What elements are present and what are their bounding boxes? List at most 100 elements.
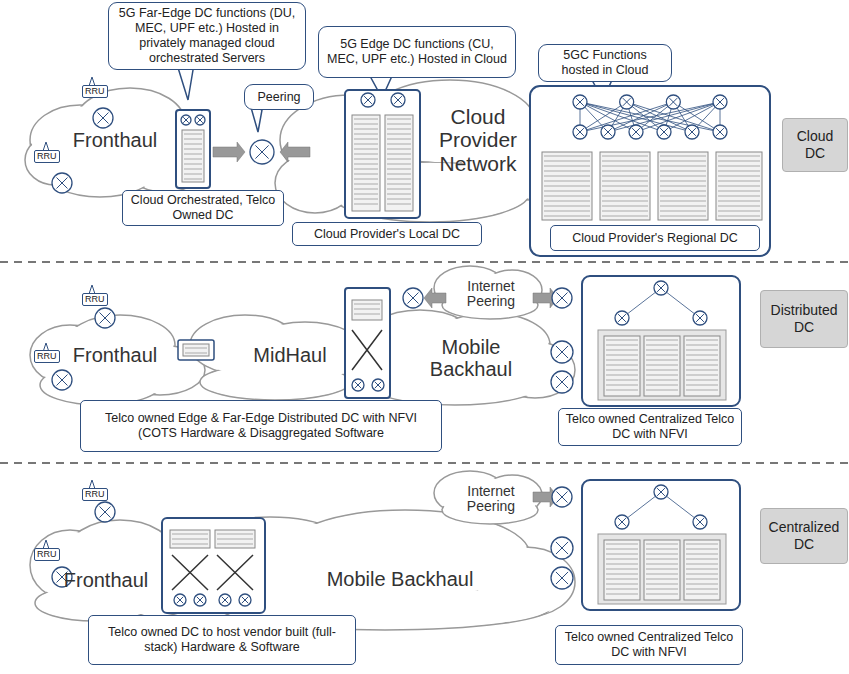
router-icon — [657, 125, 671, 139]
shape — [718, 211, 760, 212]
shape — [602, 156, 648, 157]
shape — [354, 184, 378, 185]
shape — [354, 149, 378, 150]
shape — [354, 119, 378, 120]
shape — [693, 515, 707, 529]
router-icon — [551, 341, 573, 363]
shape — [556, 346, 568, 358]
shape — [551, 537, 573, 559]
shape — [718, 196, 760, 197]
node-text: Telco owned Centralized Telco DC with NF… — [565, 412, 735, 442]
shape — [660, 201, 706, 202]
shape — [646, 554, 678, 555]
shape — [606, 370, 638, 371]
server-rack — [684, 540, 720, 600]
router-icon — [174, 594, 186, 606]
cloud-label: Fronthaul — [60, 340, 170, 370]
shape — [606, 569, 638, 570]
shape — [693, 311, 707, 325]
shape — [615, 515, 629, 529]
dc-hall — [598, 330, 726, 400]
shape — [604, 128, 612, 136]
shape — [573, 125, 587, 139]
dc-frame — [582, 276, 740, 406]
shape — [718, 216, 760, 217]
shape — [93, 108, 113, 128]
node-text: Cloud Provider Network — [428, 105, 528, 174]
shape — [606, 564, 638, 565]
shape — [669, 98, 677, 106]
shape — [354, 174, 378, 175]
shape — [385, 115, 413, 211]
shape — [98, 113, 109, 124]
switch-x — [172, 555, 253, 590]
shape — [606, 559, 638, 560]
server-rack — [600, 152, 650, 220]
shape — [387, 154, 411, 155]
shape — [646, 380, 678, 381]
shape — [573, 95, 587, 109]
gray-arrow — [280, 142, 310, 162]
shape — [686, 340, 718, 341]
shape — [602, 201, 648, 202]
shape — [646, 549, 678, 550]
shape — [713, 95, 727, 109]
shape — [606, 340, 638, 341]
shape — [660, 176, 706, 177]
shape — [100, 507, 111, 518]
shape — [660, 171, 706, 172]
shape — [654, 281, 668, 295]
shape — [660, 181, 706, 182]
cloud-shape — [190, 315, 365, 400]
shape — [352, 300, 382, 320]
shape — [646, 350, 678, 351]
router-icon — [93, 108, 113, 128]
server-rack — [183, 344, 209, 356]
shape — [544, 176, 590, 177]
shape — [183, 117, 189, 123]
shape — [387, 184, 411, 185]
shape — [718, 201, 760, 202]
shape — [646, 375, 678, 376]
shape — [660, 166, 706, 167]
shape — [354, 314, 380, 315]
callout-box: 5GC Functions hosted in Cloud — [538, 44, 672, 82]
router-icon — [403, 288, 423, 308]
router-icon — [52, 370, 72, 390]
node-text: Telco owned Edge & Far-Edge Distributed … — [87, 411, 435, 441]
shape — [718, 206, 760, 207]
shape — [606, 584, 638, 585]
shape — [606, 375, 638, 376]
shape — [654, 485, 668, 499]
shape — [544, 166, 590, 167]
shape — [217, 544, 253, 545]
router-icon — [654, 485, 668, 499]
shape — [183, 344, 209, 356]
cloud-label: Internet Peering — [448, 276, 534, 312]
router-icon — [573, 95, 587, 109]
router-icon — [601, 125, 615, 139]
shape — [354, 124, 378, 125]
shape — [646, 355, 678, 356]
shape — [387, 194, 411, 195]
shape — [387, 189, 411, 190]
shape — [618, 314, 626, 322]
router-icon — [713, 95, 727, 109]
shape — [646, 385, 678, 386]
shape — [580, 102, 720, 132]
shape — [354, 159, 378, 160]
shape — [219, 594, 231, 606]
shape — [646, 569, 678, 570]
shape — [52, 370, 72, 390]
router-icon — [372, 379, 384, 391]
shape — [544, 211, 590, 212]
shape — [556, 542, 568, 554]
router-icon — [352, 379, 364, 391]
shape — [95, 308, 115, 328]
shape — [387, 124, 411, 125]
shape — [250, 140, 274, 164]
node-text: Peering — [257, 90, 300, 105]
server-rack — [170, 530, 210, 548]
router-icon — [666, 95, 680, 109]
rru-label: RRU — [34, 150, 60, 163]
